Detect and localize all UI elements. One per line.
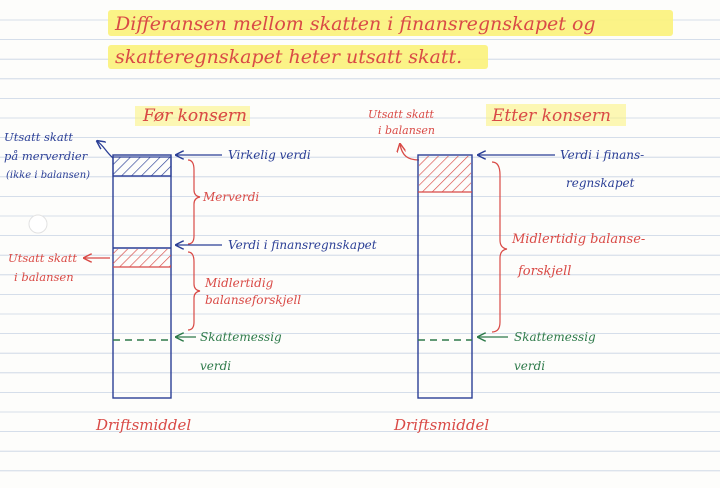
left-hatch-red bbox=[113, 249, 171, 267]
left-deferred-arrow bbox=[97, 141, 114, 159]
left-hatch-blue bbox=[112, 156, 172, 177]
svg-text:Midlertidig balanse-: Midlertidig balanse- bbox=[511, 232, 645, 247]
left-column-label: Driftsmiddel bbox=[95, 416, 191, 434]
left-heading-highlight bbox=[135, 106, 250, 126]
left-deferred-tax-label: Utsatt skatt på merverdier (ikke i balan… bbox=[4, 130, 90, 181]
svg-text:Skattemessig: Skattemessig bbox=[514, 330, 596, 344]
right-hatch-red bbox=[419, 156, 471, 192]
svg-text:i balansen: i balansen bbox=[378, 124, 435, 137]
right-heading-highlight bbox=[486, 104, 626, 126]
label-tax-value: Skattemessig verdi bbox=[200, 330, 282, 373]
title-line-2: skatteregnskapet heter utsatt skatt. bbox=[115, 46, 462, 68]
svg-text:Utsatt skatt: Utsatt skatt bbox=[8, 251, 77, 265]
right-deferred-arrow bbox=[400, 144, 420, 161]
svg-text:verdi: verdi bbox=[200, 359, 231, 373]
brace-temp-diff bbox=[187, 251, 201, 331]
svg-text:Utsatt skatt: Utsatt skatt bbox=[4, 130, 73, 144]
svg-text:på merverdier: på merverdier bbox=[4, 149, 89, 163]
right-brace-temp-diff bbox=[491, 161, 508, 333]
right-label-tax-value: Skattemessig verdi bbox=[514, 330, 596, 373]
left-balance-tax-label: Utsatt skatt i balansen bbox=[8, 251, 77, 284]
label-added-value: Merverdi bbox=[202, 190, 259, 204]
left-column bbox=[112, 154, 172, 399]
right-label-book-value: Verdi i finans- regnskapet bbox=[560, 148, 644, 190]
svg-text:i balansen: i balansen bbox=[14, 270, 74, 284]
title-highlight-1 bbox=[108, 10, 673, 36]
right-column bbox=[417, 154, 473, 399]
svg-text:forskjell: forskjell bbox=[517, 264, 571, 279]
left-heading-overlay: Før konsern bbox=[142, 106, 247, 126]
svg-text:Utsatt skatt: Utsatt skatt bbox=[368, 108, 435, 121]
title-line-1: Differansen mellom skatten i finansregns… bbox=[114, 13, 596, 35]
right-deferred-tax-label: Utsatt skatt i balansen bbox=[368, 108, 435, 137]
svg-text:verdi: verdi bbox=[514, 359, 545, 373]
svg-text:balanseforskjell: balanseforskjell bbox=[205, 293, 301, 307]
svg-text:Midlertidig: Midlertidig bbox=[204, 276, 274, 290]
binder-hole bbox=[28, 214, 48, 234]
label-real-value: Virkelig verdi bbox=[228, 148, 311, 162]
right-label-temp-diff: Midlertidig balanse- forskjell bbox=[511, 232, 645, 279]
svg-text:(ikke i balansen): (ikke i balansen) bbox=[6, 170, 90, 181]
svg-text:Verdi i finans-: Verdi i finans- bbox=[560, 148, 644, 162]
right-column-label: Driftsmiddel bbox=[393, 416, 489, 434]
svg-text:Skattemessig: Skattemessig bbox=[200, 330, 282, 344]
label-temp-diff: Midlertidig balanseforskjell bbox=[204, 276, 301, 307]
title-highlight-2 bbox=[108, 45, 488, 69]
right-heading: Etter konsern bbox=[491, 106, 611, 126]
label-book-value: Verdi i finansregnskapet bbox=[228, 238, 377, 252]
brace-added-value bbox=[187, 159, 201, 245]
svg-text:regnskapet: regnskapet bbox=[566, 176, 635, 190]
